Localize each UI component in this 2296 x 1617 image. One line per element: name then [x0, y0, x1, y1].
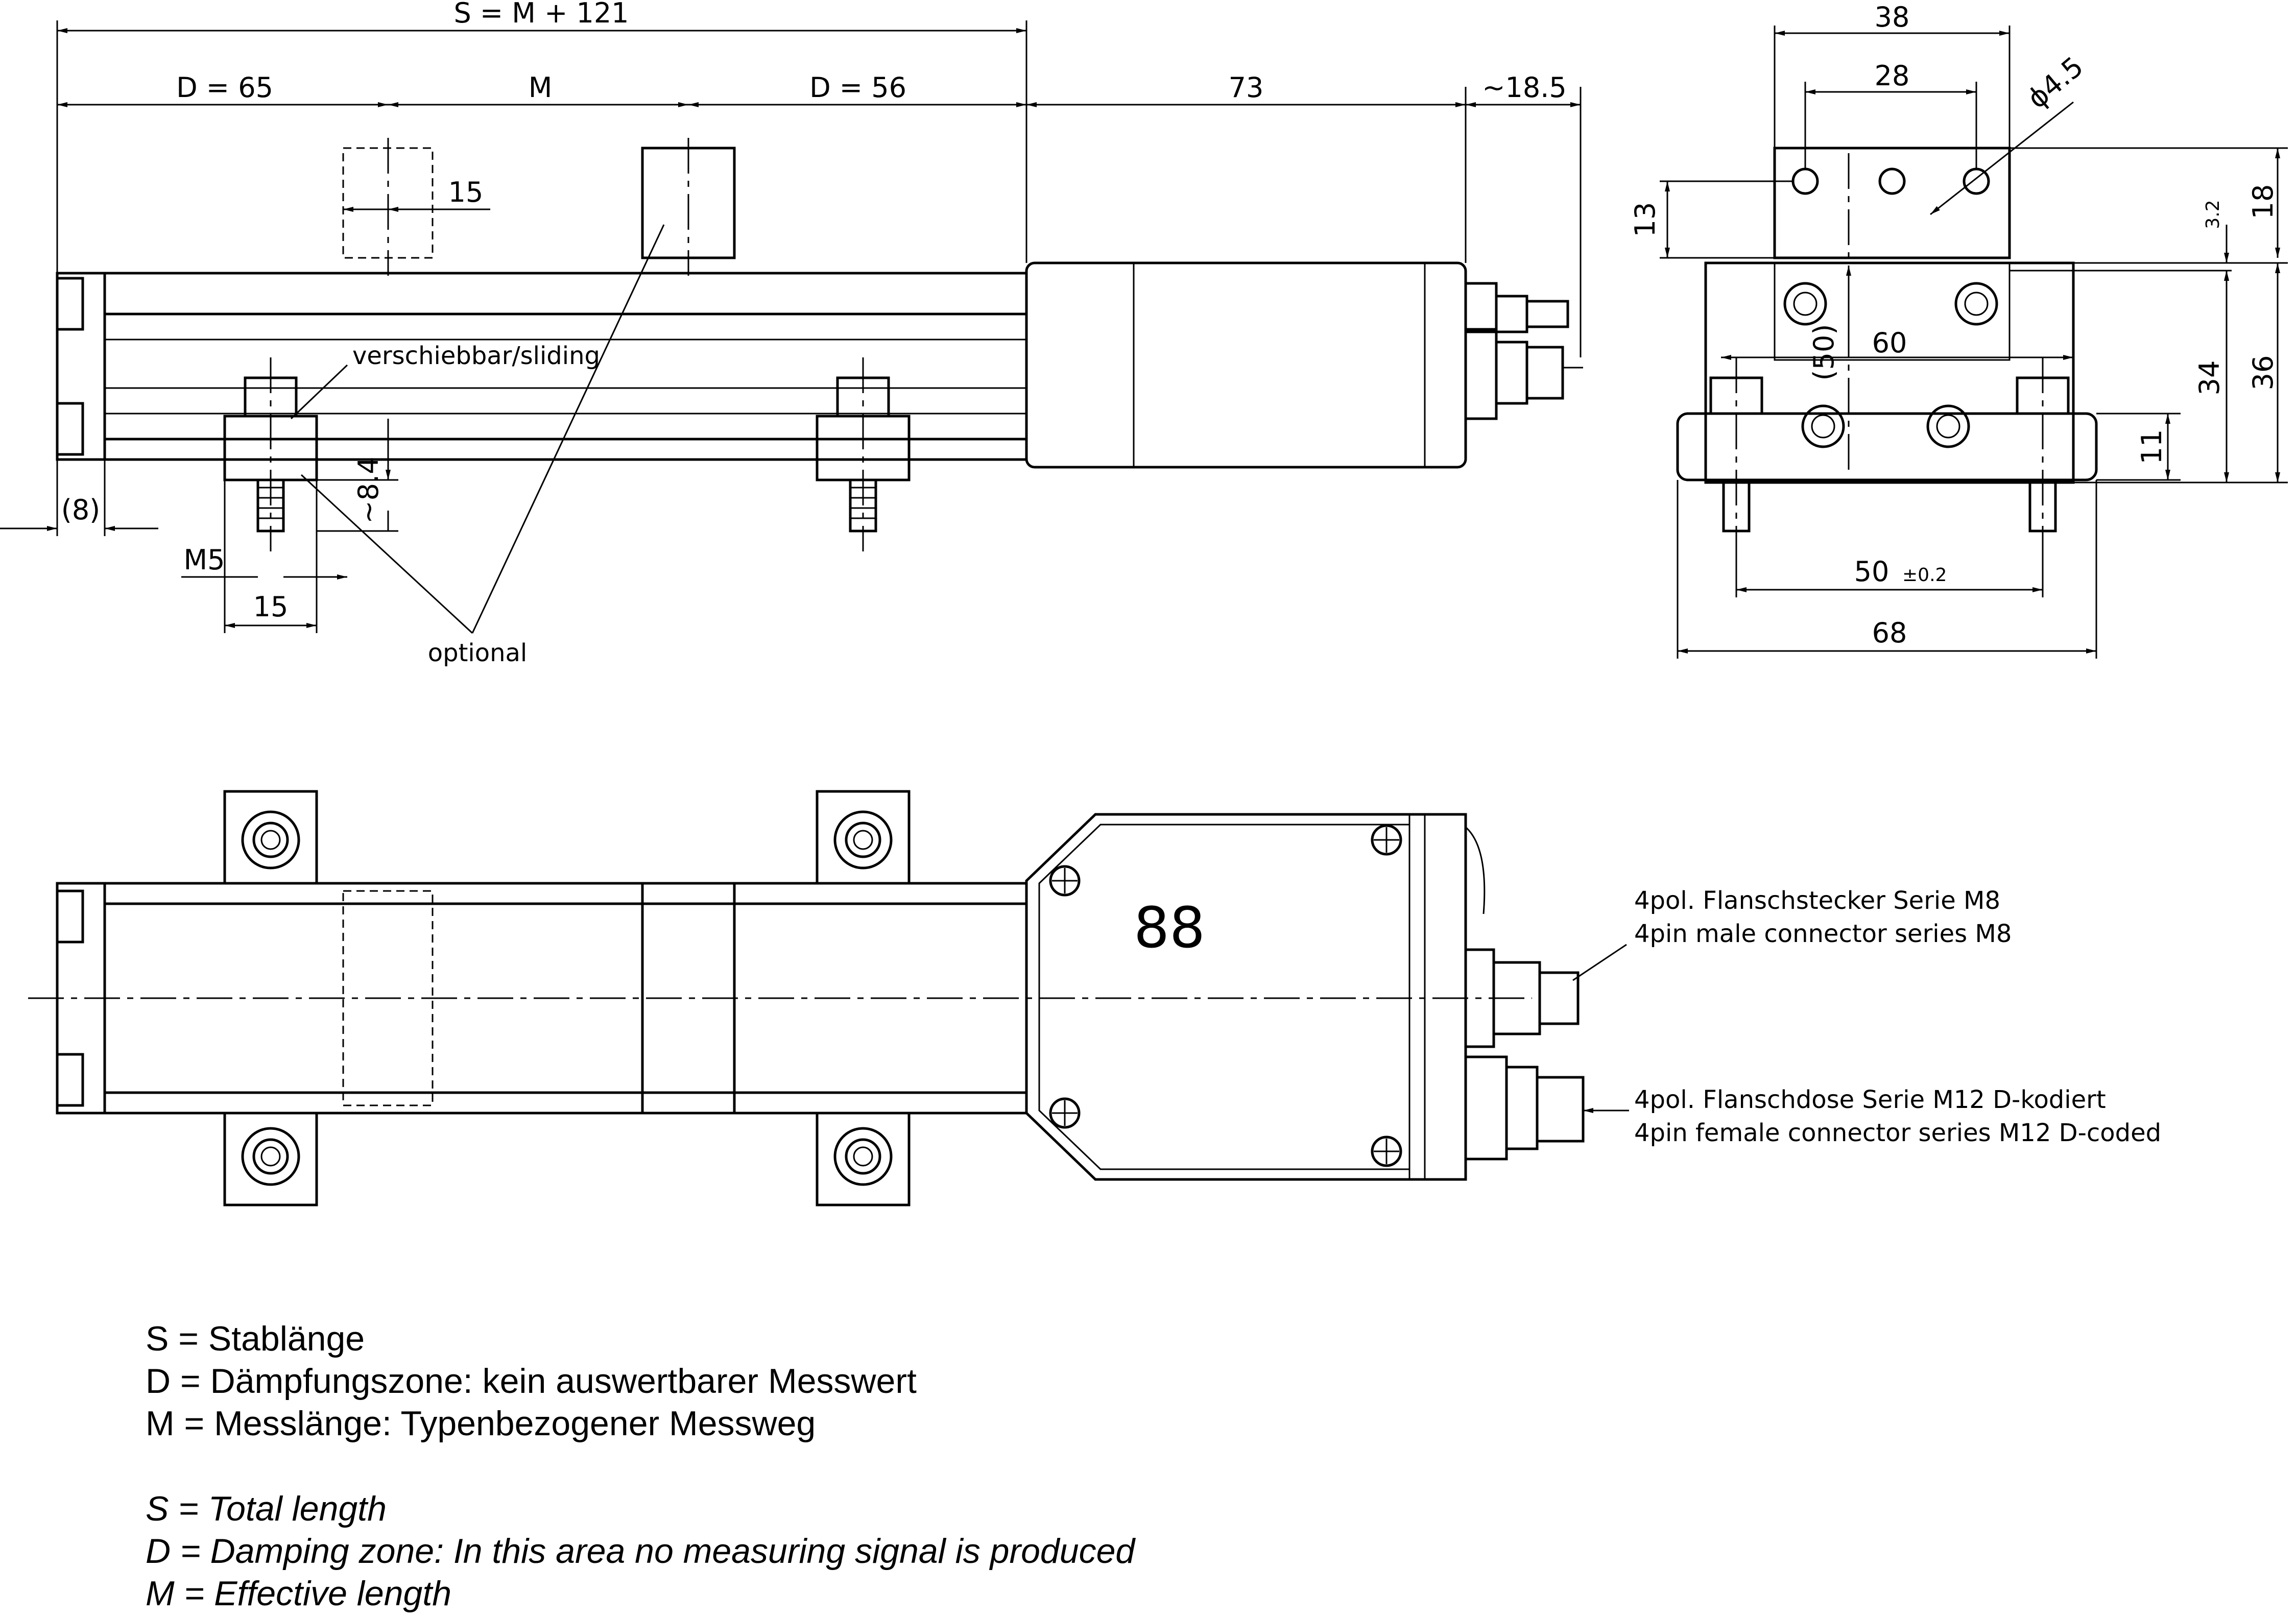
profile-body — [1704, 261, 2075, 484]
dim-side-3-2: 3.2 — [2203, 200, 2223, 229]
dim-d-right: D = 56 — [809, 71, 906, 104]
label-m8-de: 4pol. Flanschstecker Serie M8 — [1634, 886, 2000, 915]
dim-side-18: 18 — [2247, 184, 2279, 220]
mount-tab-4 — [816, 1112, 911, 1206]
front-view: S = M + 121 D = 65 M D = 56 73 ~18.5 15 … — [0, 0, 1583, 667]
dim-m: M — [529, 71, 553, 104]
legend-de-m: M = Messlänge: Typenbezogener Messweg — [146, 1404, 816, 1443]
dim-side-38: 38 — [1875, 1, 1910, 33]
badge-88: 88 — [1134, 895, 1205, 960]
dim-d-left: D = 65 — [176, 71, 273, 104]
end-cap-bottom — [56, 402, 84, 456]
dim-side-50-tol-sub: ±0.2 — [1902, 565, 1947, 586]
label-sliding: verschiebbar/sliding — [352, 342, 600, 370]
dim-side-36: 36 — [2247, 355, 2279, 391]
top-view: 88 4pol. Flanschstecker Serie M8 4pin ma… — [28, 790, 2161, 1206]
legend: S = Stablänge D = Dämpfungszone: kein au… — [146, 1319, 1136, 1613]
dim-foot-gap: ~8.4 — [352, 456, 385, 523]
dim-magnet-width: 15 — [448, 176, 484, 208]
dim-connector-length: ~18.5 — [1482, 71, 1566, 104]
dim-side-13: 13 — [1629, 202, 1661, 237]
dim-side-34: 34 — [2193, 360, 2226, 396]
top-plate — [1773, 147, 2011, 259]
dim-side-11: 11 — [2136, 429, 2168, 465]
dim-total: S = M + 121 — [453, 0, 629, 29]
dim-foot-width: 15 — [253, 591, 289, 623]
magnet-top — [641, 882, 736, 1115]
label-m12-en: 4pin female connector series M12 D-coded — [1634, 1119, 2161, 1147]
dim-head-length: 73 — [1229, 71, 1264, 104]
label-optional: optional — [428, 639, 528, 667]
sensor-head-top — [1025, 813, 1467, 1181]
mount-tab-1 — [223, 790, 318, 885]
dim-m5: M5 — [184, 544, 225, 576]
label-m8-en: 4pin male connector series M8 — [1634, 920, 2012, 948]
mount-tab-2 — [816, 790, 911, 885]
dim-side-50-ref: (50) — [1808, 324, 1840, 381]
end-cap-top — [56, 277, 84, 331]
dim-offset-8: (8) — [61, 494, 101, 526]
dim-side-68: 68 — [1872, 617, 1907, 649]
side-view: 38 28 ϕ4.5 13 18 3.2 34 36 11 60 (50) — [1629, 1, 2288, 659]
legend-de-d: D = Dämpfungszone: kein auswertbarer Mes… — [146, 1362, 917, 1401]
legend-en-d: D = Damping zone: In this area no measur… — [146, 1532, 1136, 1571]
dim-hole-dia: ϕ4.5 — [2021, 51, 2090, 115]
dim-side-60: 60 — [1872, 327, 1907, 359]
legend-en-s: S = Total length — [146, 1489, 387, 1528]
dim-side-50-tol: 50 — [1854, 556, 1890, 588]
legend-en-m: M = Effective length — [146, 1574, 451, 1613]
legend-de-s: S = Stablänge — [146, 1319, 365, 1358]
mount-tab-3 — [223, 1112, 318, 1206]
label-m12-de: 4pol. Flanschdose Serie M12 D-kodiert — [1634, 1085, 2106, 1114]
sensor-head — [1025, 261, 1467, 469]
dim-side-28: 28 — [1875, 60, 1910, 92]
